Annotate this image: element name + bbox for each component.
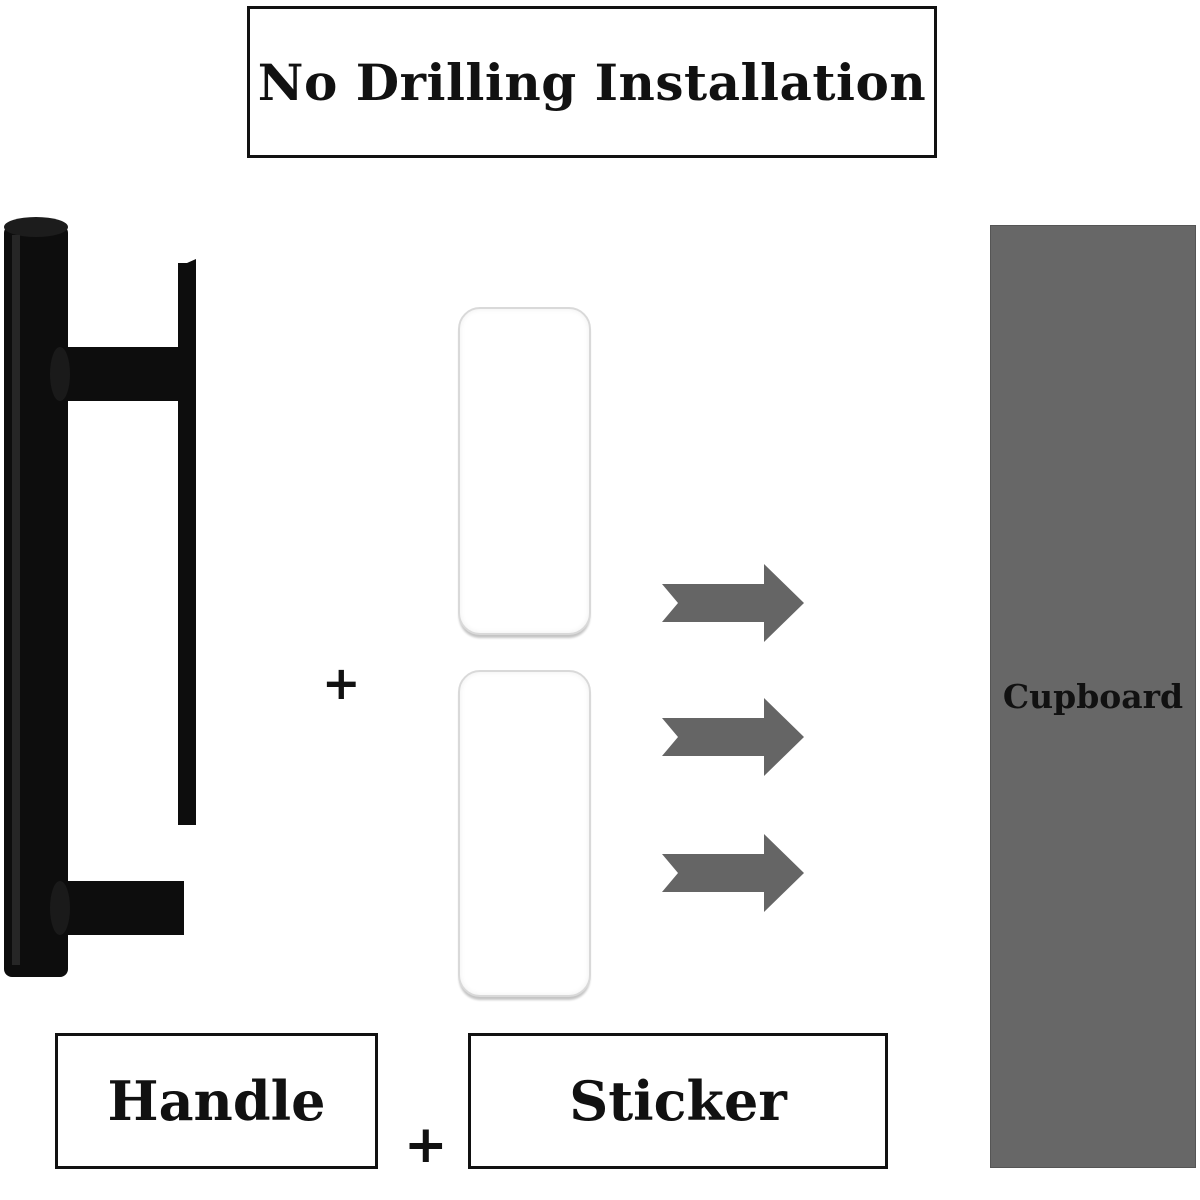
- right-arrow-icon: [662, 564, 804, 642]
- right-arrow-icon: [662, 698, 804, 776]
- bar-handle-icon: [4, 217, 196, 977]
- right-arrow-icon: [662, 834, 804, 912]
- sticker-label: Sticker: [569, 1069, 787, 1133]
- adhesive-sticker-bottom: [458, 670, 591, 997]
- page-title: No Drilling Installation: [257, 52, 927, 112]
- sticker-label-box: Sticker: [468, 1033, 888, 1169]
- cupboard-panel: Cupboard: [990, 225, 1196, 1168]
- adhesive-sticker-top: [458, 307, 591, 635]
- bottom-plus-sign: +: [404, 1115, 448, 1175]
- title-box: No Drilling Installation: [247, 6, 937, 158]
- plus-sign: +: [322, 656, 361, 710]
- handle-label-box: Handle: [55, 1033, 378, 1169]
- handle-label: Handle: [107, 1069, 326, 1133]
- cupboard-label: Cupboard: [1002, 677, 1184, 716]
